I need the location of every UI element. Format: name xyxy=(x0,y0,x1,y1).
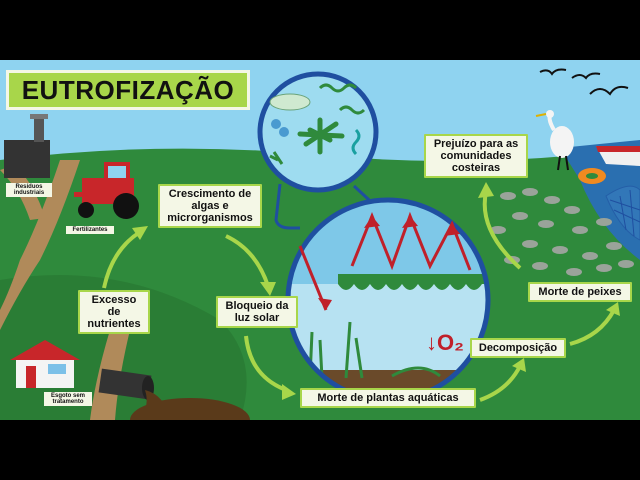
arrow-heads xyxy=(132,182,620,400)
factory-icon xyxy=(4,140,50,178)
egret-icon xyxy=(535,110,574,171)
chimney-cap xyxy=(30,114,48,119)
birds-icon xyxy=(539,68,629,96)
label-coastal-damage: Prejuízo para as comunidades costeiras xyxy=(424,134,528,178)
boat-icon xyxy=(596,146,640,166)
label-untreated-sewage: Esgoto sem tratamento xyxy=(44,392,92,406)
fishing-net-icon xyxy=(605,185,640,241)
label-light-block: Bloqueio da luz solar xyxy=(216,296,298,328)
label-fish-death: Morte de peixes xyxy=(528,282,632,302)
chimney xyxy=(34,116,44,142)
lake-view xyxy=(285,197,491,403)
flow-arrows xyxy=(102,191,616,402)
zoom-connector xyxy=(274,183,300,230)
dirt-road xyxy=(0,160,80,330)
label-excess-nutrients: Excesso de nutrientes xyxy=(78,290,150,334)
house-icon xyxy=(10,340,80,388)
label-industrial-waste: Resíduos industriais xyxy=(6,183,52,197)
diagram-canvas: ↓O₂ EUTROFIZAÇÃO Resíduos industriais Fe… xyxy=(0,60,640,420)
scene-illustration: ↓O₂ xyxy=(0,68,640,420)
label-algae-growth: Crescimento de algas e microrganismos xyxy=(158,184,262,228)
sewage-pipe-icon xyxy=(98,368,250,420)
o2-label: ↓O₂ xyxy=(426,330,464,355)
sea xyxy=(560,140,640,260)
label-decomposition: Decomposição xyxy=(470,338,566,358)
label-plant-death: Morte de plantas aquáticas xyxy=(300,388,476,408)
page-title: EUTROFIZAÇÃO xyxy=(6,70,250,110)
microscope-view xyxy=(257,71,379,193)
tractor-icon xyxy=(74,162,139,219)
label-fertilizers: Fertilizantes xyxy=(66,226,114,234)
